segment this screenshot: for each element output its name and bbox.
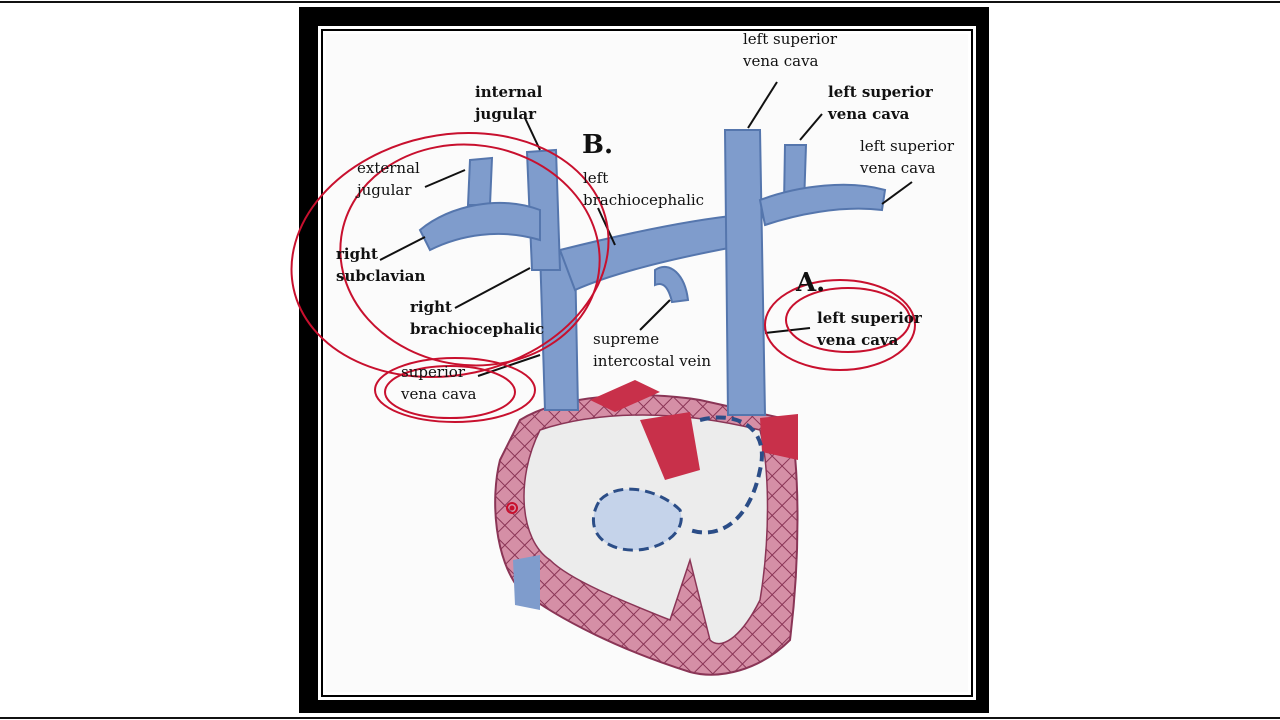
- label-right-subclavian: right subclavian: [336, 245, 426, 285]
- bottom-border-line: [0, 717, 1280, 719]
- label-superior-vena-cava: superior vena cava: [401, 363, 477, 403]
- top-border-line: [0, 1, 1280, 3]
- leader-lines: [379, 81, 913, 377]
- left-brachiocephalic-vessel: [558, 213, 747, 292]
- right-subclavian-vessel: [418, 201, 541, 252]
- label-right-brachiocephalic: right brachiocephalic: [410, 298, 545, 338]
- label-left-svc-right: left superior vena cava: [860, 137, 955, 177]
- external-jugular-vessel: [466, 156, 494, 206]
- pointer-dot: [509, 505, 515, 511]
- label-supreme-intercostal: supreme intercostal vein: [593, 330, 712, 370]
- left-superior-vena-cava-vessel: [723, 129, 767, 416]
- label-left-svc-top: left superior vena cava: [743, 30, 838, 70]
- marker-A: A.: [796, 268, 826, 298]
- label-external-jugular: external jugular: [357, 159, 420, 199]
- heart: [494, 380, 799, 676]
- label-left-brachiocephalic: left brachiocephalic: [583, 169, 705, 209]
- label-left-svc-mid: left superior vena cava: [828, 83, 933, 123]
- red-annotations: [290, 131, 916, 514]
- label-internal-jugular: internal jugular: [475, 83, 543, 123]
- venous-system: [418, 129, 887, 416]
- marker-B: B.: [582, 130, 614, 160]
- label-left-svc-A: left superior vena cava: [817, 309, 922, 349]
